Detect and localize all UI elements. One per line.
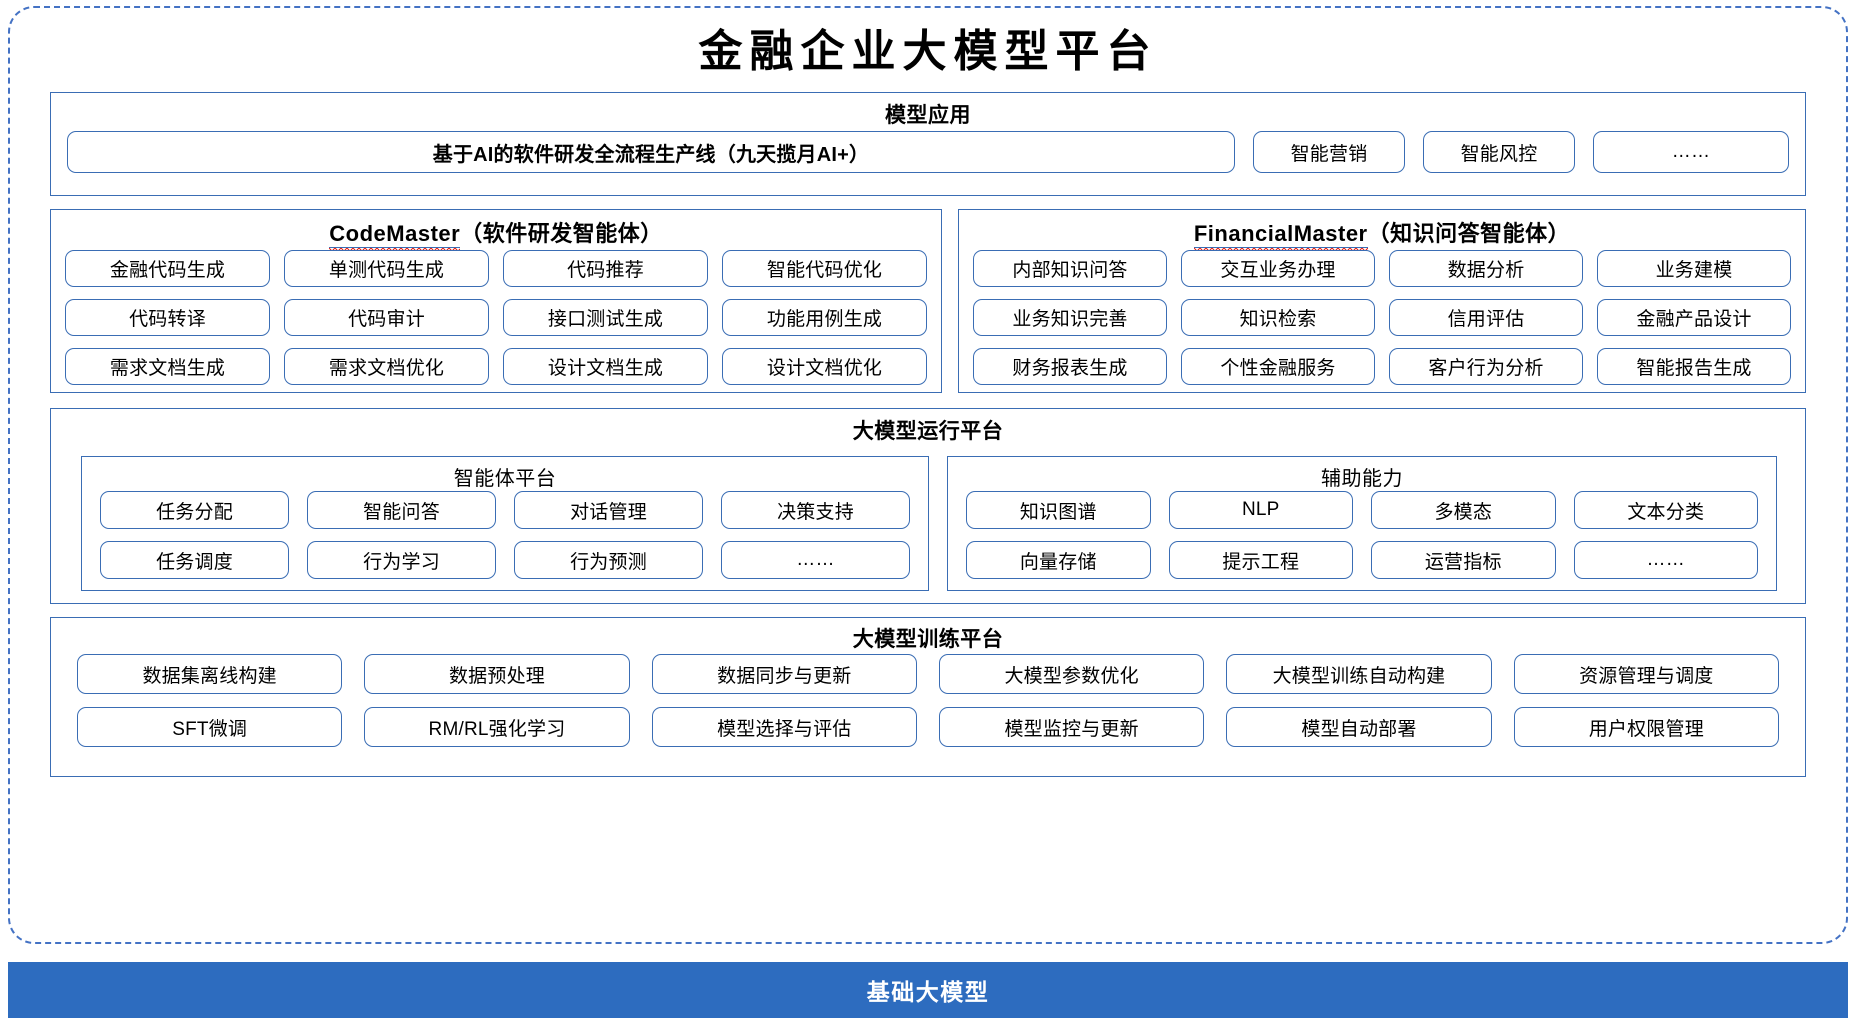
- outer-dashed-frame: [8, 6, 1848, 944]
- section-model-application: 模型应用 基于AI的软件研发全流程生产线（九天揽月AI+） 智能营销 智能风控 …: [50, 92, 1806, 196]
- code-master-row-2: 需求文档生成 需求文档优化 设计文档生成 设计文档优化: [65, 348, 927, 385]
- foundation-model-bar: 基础大模型: [8, 962, 1848, 1018]
- section-runtime-platform: 大模型运行平台 智能体平台 任务分配 智能问答 对话管理 决策支持 任务调度 行…: [50, 408, 1806, 604]
- auxiliary-capability-chip-0-0[interactable]: 知识图谱: [966, 491, 1151, 529]
- auxiliary-capability-chip-0-3[interactable]: 文本分类: [1573, 491, 1758, 529]
- foundation-model-label: 基础大模型: [866, 979, 990, 1005]
- auxiliary-capability-chip-1-2[interactable]: 运营指标: [1371, 541, 1556, 579]
- section-financial-master: FinancialMaster（知识问答智能体） 内部知识问答 交互业务办理 数…: [958, 209, 1806, 393]
- code-master-chip-1-3[interactable]: 功能用例生成: [722, 299, 927, 336]
- financial-master-chip-0-0[interactable]: 内部知识问答: [973, 250, 1167, 287]
- app-hero-chip[interactable]: 基于AI的软件研发全流程生产线（九天揽月AI+）: [67, 131, 1235, 173]
- financial-master-row-0: 内部知识问答 交互业务办理 数据分析 业务建模: [973, 250, 1791, 287]
- app-chip-1[interactable]: 智能风控: [1423, 131, 1575, 173]
- code-master-chip-0-3[interactable]: 智能代码优化: [722, 250, 927, 287]
- agent-platform-chip-0-0[interactable]: 任务分配: [100, 491, 289, 529]
- training-platform-chip-0-1[interactable]: 数据预处理: [364, 654, 630, 694]
- agent-platform-row-1: 任务调度 行为学习 行为预测 ……: [100, 541, 910, 579]
- financial-master-chip-0-3[interactable]: 业务建模: [1597, 250, 1791, 287]
- subsection-auxiliary-capability: 辅助能力 知识图谱 NLP 多模态 文本分类 向量存储 提示工程 运营指标 ……: [947, 456, 1777, 591]
- training-platform-chip-0-5[interactable]: 资源管理与调度: [1513, 654, 1779, 694]
- agent-platform-chip-1-0[interactable]: 任务调度: [100, 541, 289, 579]
- subsection-title-auxiliary-capability: 辅助能力: [1321, 468, 1403, 490]
- section-title-runtime-platform: 大模型运行平台: [852, 420, 1004, 443]
- code-master-chip-2-0[interactable]: 需求文档生成: [65, 348, 270, 385]
- code-master-chip-1-0[interactable]: 代码转译: [65, 299, 270, 336]
- training-platform-chip-1-5[interactable]: 用户权限管理: [1513, 707, 1779, 747]
- auxiliary-capability-chip-0-1[interactable]: NLP: [1168, 491, 1353, 529]
- training-platform-chip-1-2[interactable]: 模型选择与评估: [651, 707, 917, 747]
- financial-master-chip-1-2[interactable]: 信用评估: [1389, 299, 1583, 336]
- code-master-suffix: （软件研发智能体）: [460, 221, 663, 246]
- financial-master-chip-1-0[interactable]: 业务知识完善: [973, 299, 1167, 336]
- training-platform-row-0: 数据集离线构建 数据预处理 数据同步与更新 大模型参数优化 大模型训练自动构建 …: [77, 654, 1779, 694]
- page-title: 金融企业大模型平台: [698, 27, 1158, 76]
- section-title-training-platform: 大模型训练平台: [852, 628, 1004, 651]
- auxiliary-capability-chip-1-1[interactable]: 提示工程: [1168, 541, 1353, 579]
- training-platform-chip-0-4[interactable]: 大模型训练自动构建: [1226, 654, 1492, 694]
- training-platform-chip-0-3[interactable]: 大模型参数优化: [938, 654, 1205, 694]
- training-platform-chip-1-1[interactable]: RM/RL强化学习: [364, 707, 630, 747]
- code-master-chip-0-1[interactable]: 单测代码生成: [284, 250, 489, 287]
- code-master-chip-1-2[interactable]: 接口测试生成: [503, 299, 708, 336]
- agent-platform-chip-0-1[interactable]: 智能问答: [307, 491, 496, 529]
- section-training-platform: 大模型训练平台 数据集离线构建 数据预处理 数据同步与更新 大模型参数优化 大模…: [50, 617, 1806, 777]
- financial-master-chip-1-1[interactable]: 知识检索: [1181, 299, 1375, 336]
- agent-platform-chip-0-2[interactable]: 对话管理: [514, 491, 703, 529]
- agent-platform-chip-1-1[interactable]: 行为学习: [307, 541, 496, 579]
- auxiliary-capability-chip-1-3[interactable]: ……: [1573, 541, 1758, 579]
- financial-master-chip-2-1[interactable]: 个性金融服务: [1181, 348, 1375, 385]
- auxiliary-capability-chip-1-0[interactable]: 向量存储: [966, 541, 1151, 579]
- training-platform-chip-0-0[interactable]: 数据集离线构建: [77, 654, 343, 694]
- auxiliary-capability-row-1: 向量存储 提示工程 运营指标 ……: [966, 541, 1758, 579]
- code-master-name: CodeMaster: [329, 221, 461, 253]
- financial-master-row-2: 财务报表生成 个性金融服务 客户行为分析 智能报告生成: [973, 348, 1791, 385]
- code-master-chip-0-0[interactable]: 金融代码生成: [65, 250, 270, 287]
- training-platform-chip-1-3[interactable]: 模型监控与更新: [938, 707, 1205, 747]
- agent-platform-row-0: 任务分配 智能问答 对话管理 决策支持: [100, 491, 910, 529]
- auxiliary-capability-chip-0-2[interactable]: 多模态: [1371, 491, 1556, 529]
- app-chip-2[interactable]: ……: [1593, 131, 1789, 173]
- section-title-code-master: CodeMaster（软件研发智能体）: [51, 216, 941, 253]
- section-title-financial-master: FinancialMaster（知识问答智能体）: [959, 216, 1805, 253]
- auxiliary-capability-row-0: 知识图谱 NLP 多模态 文本分类: [966, 491, 1758, 529]
- financial-master-chip-2-2[interactable]: 客户行为分析: [1389, 348, 1583, 385]
- code-master-row-0: 金融代码生成 单测代码生成 代码推荐 智能代码优化: [65, 250, 927, 287]
- agent-platform-chip-1-3[interactable]: ……: [721, 541, 910, 579]
- code-master-chip-2-3[interactable]: 设计文档优化: [722, 348, 927, 385]
- app-chip-0[interactable]: 智能营销: [1253, 131, 1405, 173]
- financial-master-suffix: （知识问答智能体）: [1367, 221, 1571, 246]
- agent-platform-chip-1-2[interactable]: 行为预测: [514, 541, 703, 579]
- code-master-chip-2-2[interactable]: 设计文档生成: [503, 348, 708, 385]
- training-platform-chip-0-2[interactable]: 数据同步与更新: [651, 654, 917, 694]
- code-master-chip-2-1[interactable]: 需求文档优化: [284, 348, 489, 385]
- training-platform-chip-1-4[interactable]: 模型自动部署: [1226, 707, 1492, 747]
- section-code-master: CodeMaster（软件研发智能体） 金融代码生成 单测代码生成 代码推荐 智…: [50, 209, 942, 393]
- section-title-model-application: 模型应用: [885, 104, 971, 127]
- financial-master-chip-2-0[interactable]: 财务报表生成: [973, 348, 1167, 385]
- subsection-title-agent-platform: 智能体平台: [453, 468, 557, 490]
- financial-master-chip-1-3[interactable]: 金融产品设计: [1597, 299, 1791, 336]
- training-platform-chip-1-0[interactable]: SFT微调: [77, 707, 343, 747]
- financial-master-chip-0-2[interactable]: 数据分析: [1389, 250, 1583, 287]
- agent-platform-chip-0-3[interactable]: 决策支持: [721, 491, 910, 529]
- subsection-agent-platform: 智能体平台 任务分配 智能问答 对话管理 决策支持 任务调度 行为学习 行为预测…: [81, 456, 929, 591]
- code-master-chip-1-1[interactable]: 代码审计: [284, 299, 489, 336]
- financial-master-chip-2-3[interactable]: 智能报告生成: [1597, 348, 1791, 385]
- training-platform-row-1: SFT微调 RM/RL强化学习 模型选择与评估 模型监控与更新 模型自动部署 用…: [77, 707, 1779, 747]
- code-master-chip-0-2[interactable]: 代码推荐: [503, 250, 708, 287]
- code-master-row-1: 代码转译 代码审计 接口测试生成 功能用例生成: [65, 299, 927, 336]
- financial-master-row-1: 业务知识完善 知识检索 信用评估 金融产品设计: [973, 299, 1791, 336]
- financial-master-name: FinancialMaster: [1193, 221, 1368, 253]
- financial-master-chip-0-1[interactable]: 交互业务办理: [1181, 250, 1375, 287]
